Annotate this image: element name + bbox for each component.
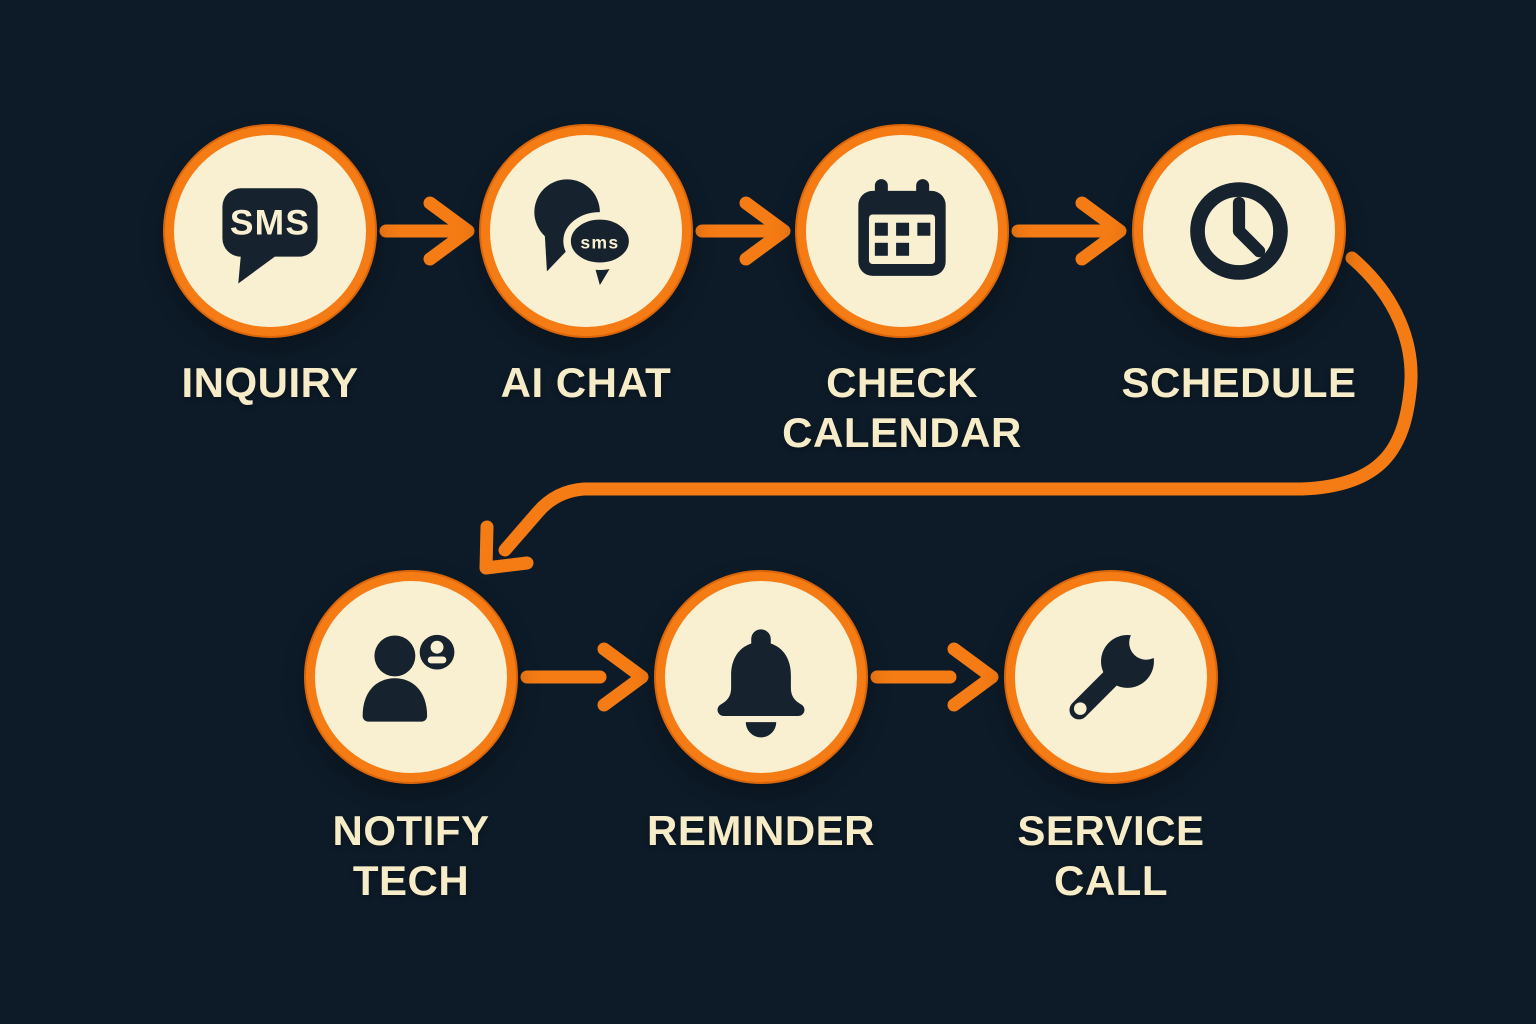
- node-ai-chat: sms: [481, 126, 691, 336]
- node-service-call-label: SERVICE CALL: [1017, 807, 1205, 904]
- node-check-calendar-label: CHECK CALENDAR: [782, 359, 1022, 456]
- node-reminder-label: REMINDER: [646, 807, 875, 854]
- arrow-inquiry-to-ai-chat: [379, 196, 475, 266]
- calendar-icon: [858, 179, 946, 276]
- arrow-ai-chat-to-check-calendar: [695, 196, 791, 266]
- node-schedule-label: SCHEDULE: [1121, 359, 1357, 406]
- node-inquiry-label: INQUIRY: [181, 359, 359, 406]
- arrow-check-calendar-to-schedule: [1011, 196, 1127, 266]
- sms-icon-text: SMS: [230, 204, 310, 243]
- node-notify-tech: [306, 572, 516, 782]
- node-reminder: [656, 572, 866, 782]
- arrow-reminder-to-service-call: [870, 642, 999, 712]
- clock-icon: [1190, 182, 1288, 280]
- node-service-call: [1006, 572, 1216, 782]
- chat-icon-text: sms: [580, 233, 619, 253]
- node-notify-tech-label: NOTIFY TECH: [332, 807, 490, 904]
- chat-bubbles-icon: sms: [534, 179, 637, 286]
- node-inquiry: SMS: [165, 126, 375, 336]
- sms-message-icon: SMS: [222, 188, 318, 284]
- wrench-icon: [1069, 625, 1164, 720]
- node-ai-chat-label: AI CHAT: [500, 359, 672, 406]
- bell-icon: [717, 629, 805, 738]
- arrow-notify-tech-to-reminder: [520, 642, 649, 712]
- node-schedule: [1134, 126, 1344, 336]
- technician-user-icon: [362, 634, 455, 722]
- node-check-calendar: [797, 126, 1007, 336]
